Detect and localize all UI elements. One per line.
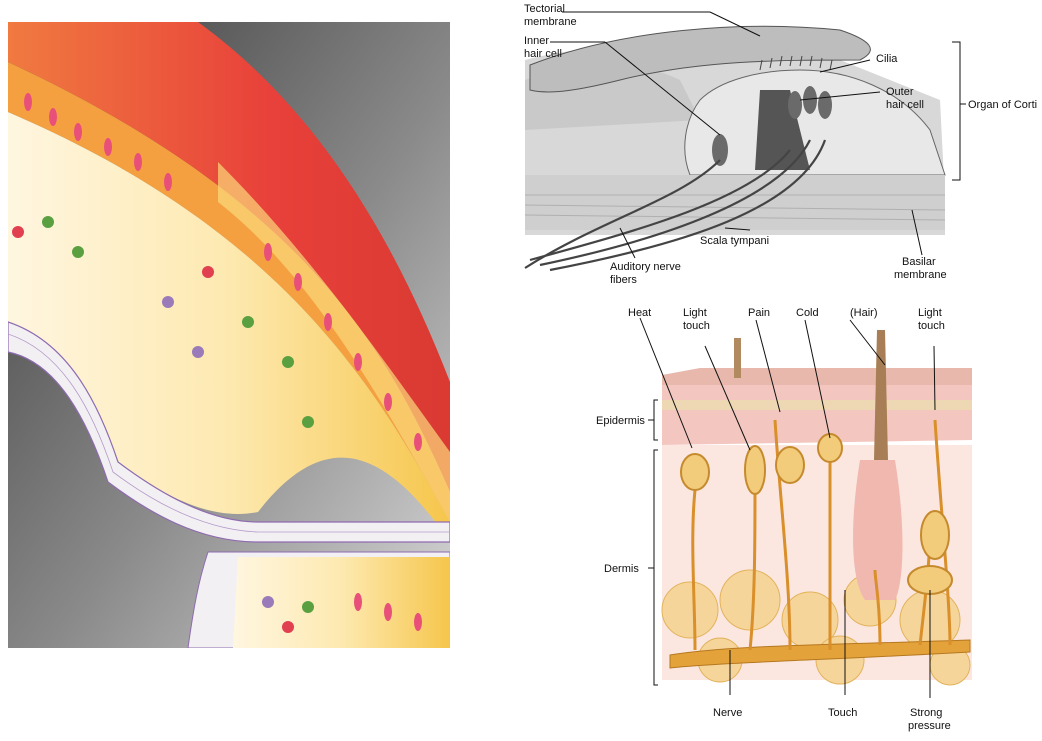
- label-outer-hair-cell-2: hair cell: [886, 99, 924, 111]
- label-cilia: Cilia: [876, 53, 898, 65]
- label-cold: Cold: [796, 307, 819, 319]
- label-inner-hair-cell-1: Inner: [524, 35, 549, 47]
- hair-shaft: [874, 330, 888, 460]
- label-light-touch-2-a: Light: [918, 307, 942, 319]
- hair-shaft-small: [734, 338, 741, 378]
- label-organ-of-corti: Organ of Corti: [968, 99, 1037, 111]
- label-nerve: Nerve: [713, 707, 742, 719]
- hair-follicle: [853, 460, 902, 600]
- corti-svg: Tectorial membrane Inner hair cell Cilia…: [520, 0, 1042, 300]
- label-light-touch-2-b: touch: [918, 320, 945, 332]
- label-pain: Pain: [748, 307, 770, 319]
- label-basilar-membrane-1: Basilar: [902, 256, 936, 268]
- label-tectorial-membrane-1: Tectorial: [524, 3, 565, 15]
- label-hair: (Hair): [850, 307, 878, 319]
- label-scala-tympani: Scala tympani: [700, 235, 769, 247]
- label-outer-hair-cell-1: Outer: [886, 86, 914, 98]
- label-epidermis: Epidermis: [596, 415, 645, 427]
- epidermis-block: [662, 385, 972, 445]
- label-basilar-membrane-2: membrane: [894, 269, 947, 281]
- label-strong-pressure-1: Strong: [910, 707, 942, 719]
- label-tectorial-membrane-2: membrane: [524, 16, 577, 28]
- organ-of-corti-diagram: Tectorial membrane Inner hair cell Cilia…: [520, 0, 1042, 300]
- skin-receptors-diagram: Heat Light touch Pain Cold (Hair) Light …: [580, 300, 1042, 736]
- label-auditory-nerve-fibers-2: fibers: [610, 274, 637, 286]
- label-inner-hair-cell-2: hair cell: [524, 48, 562, 60]
- retina-illustration: [8, 22, 450, 648]
- retina-svg: [8, 22, 450, 648]
- label-auditory-nerve-fibers-1: Auditory nerve: [610, 261, 681, 273]
- outer-hair-cell-shape: [788, 91, 802, 119]
- label-touch: Touch: [828, 707, 857, 719]
- label-heat: Heat: [628, 307, 651, 319]
- label-light-touch-1-a: Light: [683, 307, 707, 319]
- skin-svg: Heat Light touch Pain Cold (Hair) Light …: [580, 300, 1042, 736]
- label-light-touch-1-b: touch: [683, 320, 710, 332]
- label-dermis: Dermis: [604, 563, 639, 575]
- label-strong-pressure-2: pressure: [908, 720, 951, 732]
